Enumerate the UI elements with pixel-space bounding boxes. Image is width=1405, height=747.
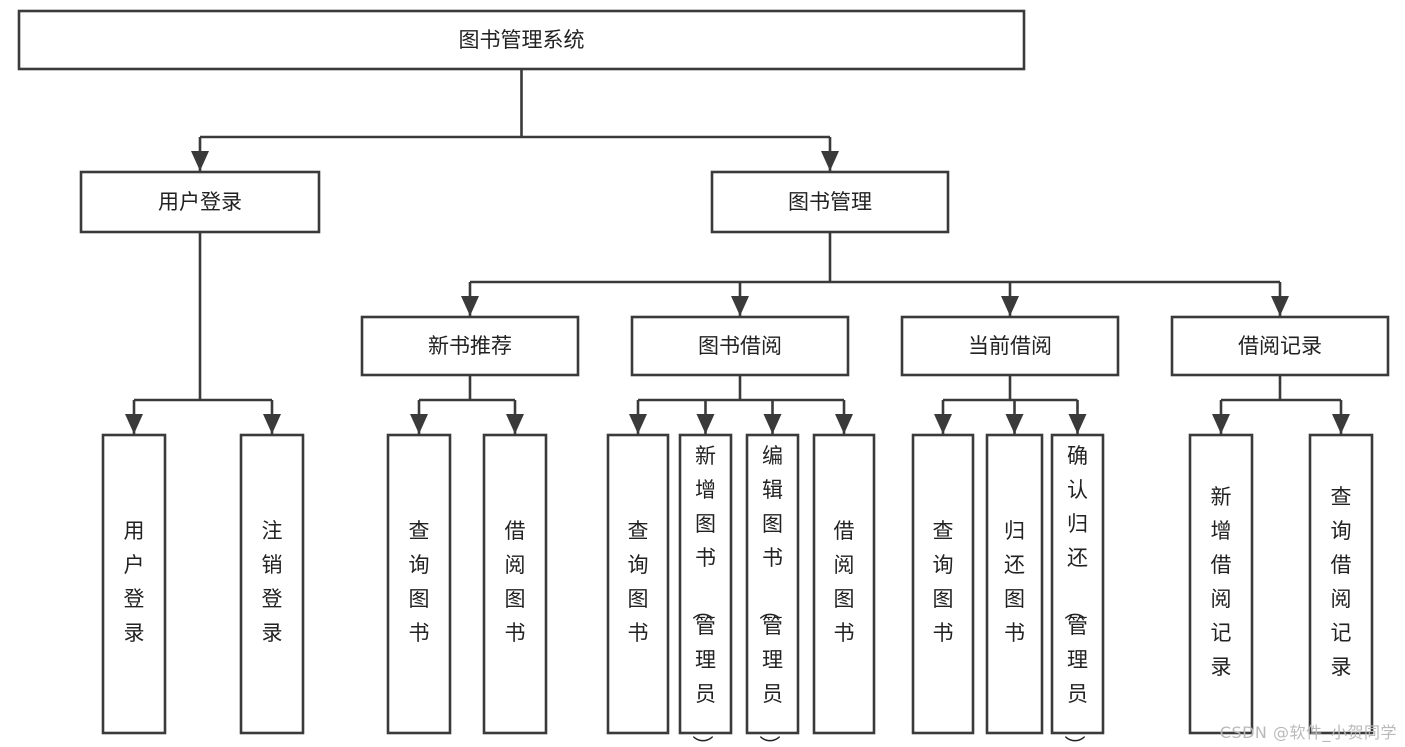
arrow-head-icon bbox=[1271, 296, 1289, 316]
node-label-leaf-query-book-2: 查询图书 bbox=[628, 519, 649, 645]
node-leaf-confirm-return[interactable]: 确认归还（管理员） bbox=[1050, 433, 1105, 747]
node-leaf-return-book[interactable]: 归还图书 bbox=[985, 433, 1044, 735]
connector-group-user-login bbox=[125, 232, 281, 434]
arrow-head-icon bbox=[835, 414, 853, 434]
arrow-head-icon bbox=[410, 414, 428, 434]
arrow-head-icon bbox=[696, 414, 715, 434]
node-leaf-add-book[interactable]: 新增图书（管理员） bbox=[678, 433, 733, 747]
node-label-leaf-query-book-1: 查询图书 bbox=[409, 519, 430, 645]
node-label-leaf-add-book: 新增图书（管理员） bbox=[690, 444, 716, 747]
node-box-borrow-record bbox=[1170, 315, 1390, 377]
node-root[interactable]: 图书管理系统 bbox=[17, 9, 1026, 71]
node-leaf-query-record[interactable]: 查询借阅记录 bbox=[1308, 433, 1374, 735]
node-box-new-book-recommend bbox=[360, 315, 580, 377]
node-label-leaf-add-record: 新增借阅记录 bbox=[1211, 485, 1232, 679]
node-box-leaf-query-record bbox=[1308, 433, 1374, 735]
node-label-new-book-recommend: 新书推荐 bbox=[428, 334, 512, 358]
node-label-leaf-query-record: 查询借阅记录 bbox=[1331, 485, 1352, 679]
node-leaf-borrow-book-2[interactable]: 借阅图书 bbox=[812, 433, 876, 735]
csdn-watermark: CSDN @软件_小贺同学 bbox=[1219, 723, 1397, 742]
arrow-head-icon bbox=[731, 296, 749, 316]
node-box-leaf-query-book-1 bbox=[386, 433, 452, 735]
node-label-leaf-borrow-book-2: 借阅图书 bbox=[834, 519, 855, 645]
arrow-head-icon bbox=[1212, 414, 1230, 434]
connector-group-borrow-record bbox=[1212, 375, 1350, 434]
node-label-book-borrow: 图书借阅 bbox=[698, 334, 782, 358]
node-new-book-recommend[interactable]: 新书推荐 bbox=[360, 315, 580, 377]
node-leaf-query-book-2[interactable]: 查询图书 bbox=[606, 433, 670, 735]
connector-group-book-management bbox=[461, 232, 1289, 316]
node-layer: 图书管理系统用户登录图书管理新书推荐图书借阅当前借阅借阅记录用户登录注销登录查询… bbox=[17, 9, 1390, 747]
node-label-borrow-record: 借阅记录 bbox=[1238, 334, 1322, 358]
node-label-leaf-logout: 注销登录 bbox=[262, 519, 283, 645]
node-box-root bbox=[17, 9, 1026, 71]
node-label-root: 图书管理系统 bbox=[459, 28, 585, 52]
node-box-leaf-add-record bbox=[1188, 433, 1254, 735]
node-user-login[interactable]: 用户登录 bbox=[79, 170, 321, 234]
node-box-leaf-borrow-book-2 bbox=[812, 433, 876, 735]
arrow-head-icon bbox=[263, 414, 281, 434]
node-label-leaf-confirm-return: 确认归还（管理员） bbox=[1062, 444, 1088, 747]
arrow-head-icon bbox=[461, 296, 479, 316]
node-label-leaf-edit-book: 编辑图书（管理员） bbox=[757, 444, 783, 747]
arrow-head-icon bbox=[763, 414, 782, 434]
node-box-leaf-edit-book bbox=[745, 433, 800, 735]
connector-group-root bbox=[191, 69, 839, 171]
arrow-head-icon bbox=[934, 414, 952, 434]
node-label-leaf-query-book-3: 查询图书 bbox=[933, 519, 954, 645]
arrow-head-icon bbox=[191, 151, 209, 171]
node-label-user-login: 用户登录 bbox=[158, 190, 242, 214]
arrow-head-icon bbox=[821, 151, 839, 171]
node-label-leaf-borrow-book-1: 借阅图书 bbox=[505, 519, 526, 645]
node-box-leaf-logout bbox=[239, 433, 305, 735]
arrow-head-icon bbox=[506, 414, 524, 434]
node-leaf-user-login[interactable]: 用户登录 bbox=[101, 433, 167, 735]
node-leaf-query-book-1[interactable]: 查询图书 bbox=[386, 433, 452, 735]
node-leaf-add-record[interactable]: 新增借阅记录 bbox=[1188, 433, 1254, 735]
node-label-leaf-user-login: 用户登录 bbox=[124, 519, 145, 645]
node-leaf-edit-book[interactable]: 编辑图书（管理员） bbox=[745, 433, 800, 747]
arrow-head-icon bbox=[1332, 414, 1350, 434]
node-box-leaf-confirm-return bbox=[1050, 433, 1105, 735]
arrow-head-icon bbox=[1005, 414, 1024, 434]
node-box-leaf-return-book bbox=[985, 433, 1044, 735]
node-book-management[interactable]: 图书管理 bbox=[710, 170, 950, 234]
node-box-leaf-query-book-2 bbox=[606, 433, 670, 735]
node-leaf-query-book-3[interactable]: 查询图书 bbox=[911, 433, 975, 735]
node-leaf-logout[interactable]: 注销登录 bbox=[239, 433, 305, 735]
connector-layer bbox=[125, 69, 1350, 434]
node-current-borrow[interactable]: 当前借阅 bbox=[900, 315, 1120, 377]
connector-group-book-borrow bbox=[629, 375, 853, 434]
node-borrow-record[interactable]: 借阅记录 bbox=[1170, 315, 1390, 377]
node-book-borrow[interactable]: 图书借阅 bbox=[630, 315, 850, 377]
node-box-book-borrow bbox=[630, 315, 850, 377]
node-box-leaf-add-book bbox=[678, 433, 733, 735]
node-box-leaf-query-book-3 bbox=[911, 433, 975, 735]
node-label-book-management: 图书管理 bbox=[788, 190, 872, 214]
connector-group-current-borrow bbox=[934, 375, 1087, 434]
node-box-leaf-borrow-book-1 bbox=[482, 433, 548, 735]
arrow-head-icon bbox=[125, 414, 143, 434]
node-label-current-borrow: 当前借阅 bbox=[968, 334, 1052, 358]
node-box-current-borrow bbox=[900, 315, 1120, 377]
arrow-head-icon bbox=[1068, 414, 1087, 434]
node-label-leaf-return-book: 归还图书 bbox=[1004, 519, 1025, 645]
arrow-head-icon bbox=[629, 414, 647, 434]
node-box-user-login bbox=[79, 170, 321, 234]
arrow-head-icon bbox=[1001, 296, 1019, 316]
node-box-book-management bbox=[710, 170, 950, 234]
connector-group-new-book-recommend bbox=[410, 375, 524, 434]
node-box-leaf-user-login bbox=[101, 433, 167, 735]
node-leaf-borrow-book-1[interactable]: 借阅图书 bbox=[482, 433, 548, 735]
